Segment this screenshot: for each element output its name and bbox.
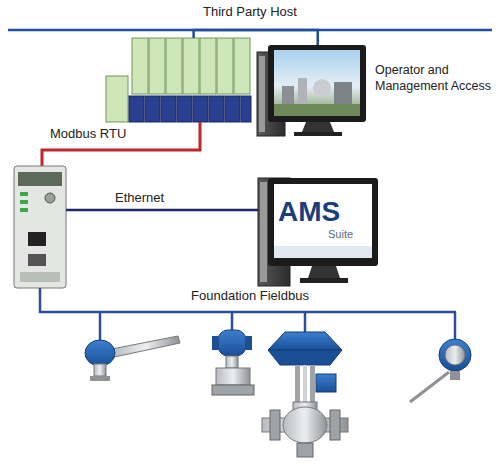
temperature-sensor-part [445, 345, 465, 365]
modbus-rack-part [200, 38, 216, 94]
operator-computer-part [313, 79, 331, 97]
control-valve-part [268, 350, 342, 365]
ethernet-wire [66, 210, 258, 211]
temperature-transmitter-part [85, 340, 115, 366]
gateway-device-part [14, 166, 66, 288]
modbus-rack-part [145, 96, 160, 122]
control-valve-part [303, 365, 307, 403]
ams-computer-part [308, 266, 340, 278]
modbus-wire-part [42, 122, 200, 166]
modbus-rack-part [225, 96, 240, 122]
gateway-device-part [20, 272, 60, 282]
bus-connector [194, 30, 318, 45]
gateway-device [14, 166, 66, 288]
gateway-device-part [20, 208, 28, 212]
pressure-transmitter [212, 330, 254, 395]
gateway-device-part [18, 172, 62, 186]
bus-label: Third Party Host [0, 4, 500, 20]
pressure-transmitter-part [246, 336, 252, 350]
modbus-rack-part [234, 38, 250, 94]
fieldbus-wire [40, 288, 456, 340]
gateway-device-part [28, 232, 46, 246]
temperature-sensor [410, 339, 471, 402]
control-valve [262, 332, 348, 457]
gateway-device-part [20, 192, 28, 196]
gateway-device-part [20, 200, 28, 204]
pressure-transmitter-part [226, 356, 238, 368]
operator-computer-part [274, 104, 360, 116]
operator-computer-part [268, 45, 366, 122]
temperature-transmitter-part [112, 336, 180, 357]
pressure-transmitter-part [212, 385, 254, 395]
ams-computer-part [274, 184, 372, 258]
control-valve-part [310, 365, 315, 403]
logo-subtext: Suite [328, 228, 353, 242]
bus-label: Foundation Fieldbus [150, 288, 350, 304]
modbus-rack-part [149, 38, 165, 94]
control-valve-part [330, 410, 340, 440]
operator-computer-part [294, 132, 342, 136]
control-valve-part [316, 374, 336, 392]
gateway-device-part [45, 193, 55, 203]
control-valve-part [283, 407, 327, 443]
gateway-device-part [28, 254, 46, 266]
operator-computer [257, 45, 366, 136]
modbus-wire [42, 122, 200, 166]
temperature-transmitter-part [94, 364, 106, 376]
fieldbus-wire-part [304, 312, 307, 332]
ethernet-wire-part [66, 209, 258, 212]
modbus-rack-part [193, 96, 208, 122]
pressure-transmitter-part [218, 330, 246, 356]
modbus-rack-part [241, 96, 251, 122]
temperature-sensor-part [439, 339, 471, 371]
ams-computer: AMSSuite [258, 178, 378, 286]
operator-computer-part [302, 122, 334, 132]
ams-computer-part [268, 178, 378, 266]
modbus-rack-part [161, 96, 176, 122]
operator-computer: Operator and Management Access [255, 45, 367, 137]
control-valve-part [268, 332, 342, 350]
ams-computer-part [274, 246, 372, 258]
temperature-sensor-part [450, 371, 460, 380]
device-label: Operator and Management Access [375, 63, 495, 94]
modbus-rack-part [177, 96, 192, 122]
modbus-rack-part [129, 96, 144, 122]
fieldbus-wire-part [99, 312, 102, 340]
control-valve-part [297, 443, 313, 457]
modbus-rack-part [183, 38, 199, 94]
modbus-rack-part [106, 76, 128, 122]
pressure-transmitter-part [212, 336, 218, 350]
logo-text: AMS [278, 194, 340, 229]
modbus-rack-part [132, 38, 148, 94]
temperature-sensor-part [410, 372, 449, 402]
modbus-rack-part [209, 96, 224, 122]
temperature-transmitter-part [90, 376, 110, 381]
ams-computer-part [300, 278, 348, 283]
fieldbus-wire-part [231, 312, 234, 330]
control-valve-part [270, 410, 280, 440]
modbus-rack-part [166, 38, 182, 94]
fieldbus-wire-part [454, 312, 457, 339]
operator-computer-part [298, 78, 307, 108]
device-label: Modbus RTU [50, 126, 126, 142]
temperature-transmitter [85, 336, 180, 381]
modbus-rack [106, 38, 251, 122]
operator-computer-part [259, 56, 265, 132]
fieldbus-wire-part [40, 288, 456, 312]
control-valve-part [295, 365, 300, 403]
ams-computer-part [260, 182, 267, 282]
network-label: Ethernet [115, 190, 164, 206]
modbus-rack: Modbus RTU [106, 38, 252, 122]
ams-computer [258, 178, 378, 286]
pressure-transmitter-part [216, 368, 250, 385]
operator-computer-part [274, 50, 360, 116]
modbus-rack-part [217, 38, 233, 94]
